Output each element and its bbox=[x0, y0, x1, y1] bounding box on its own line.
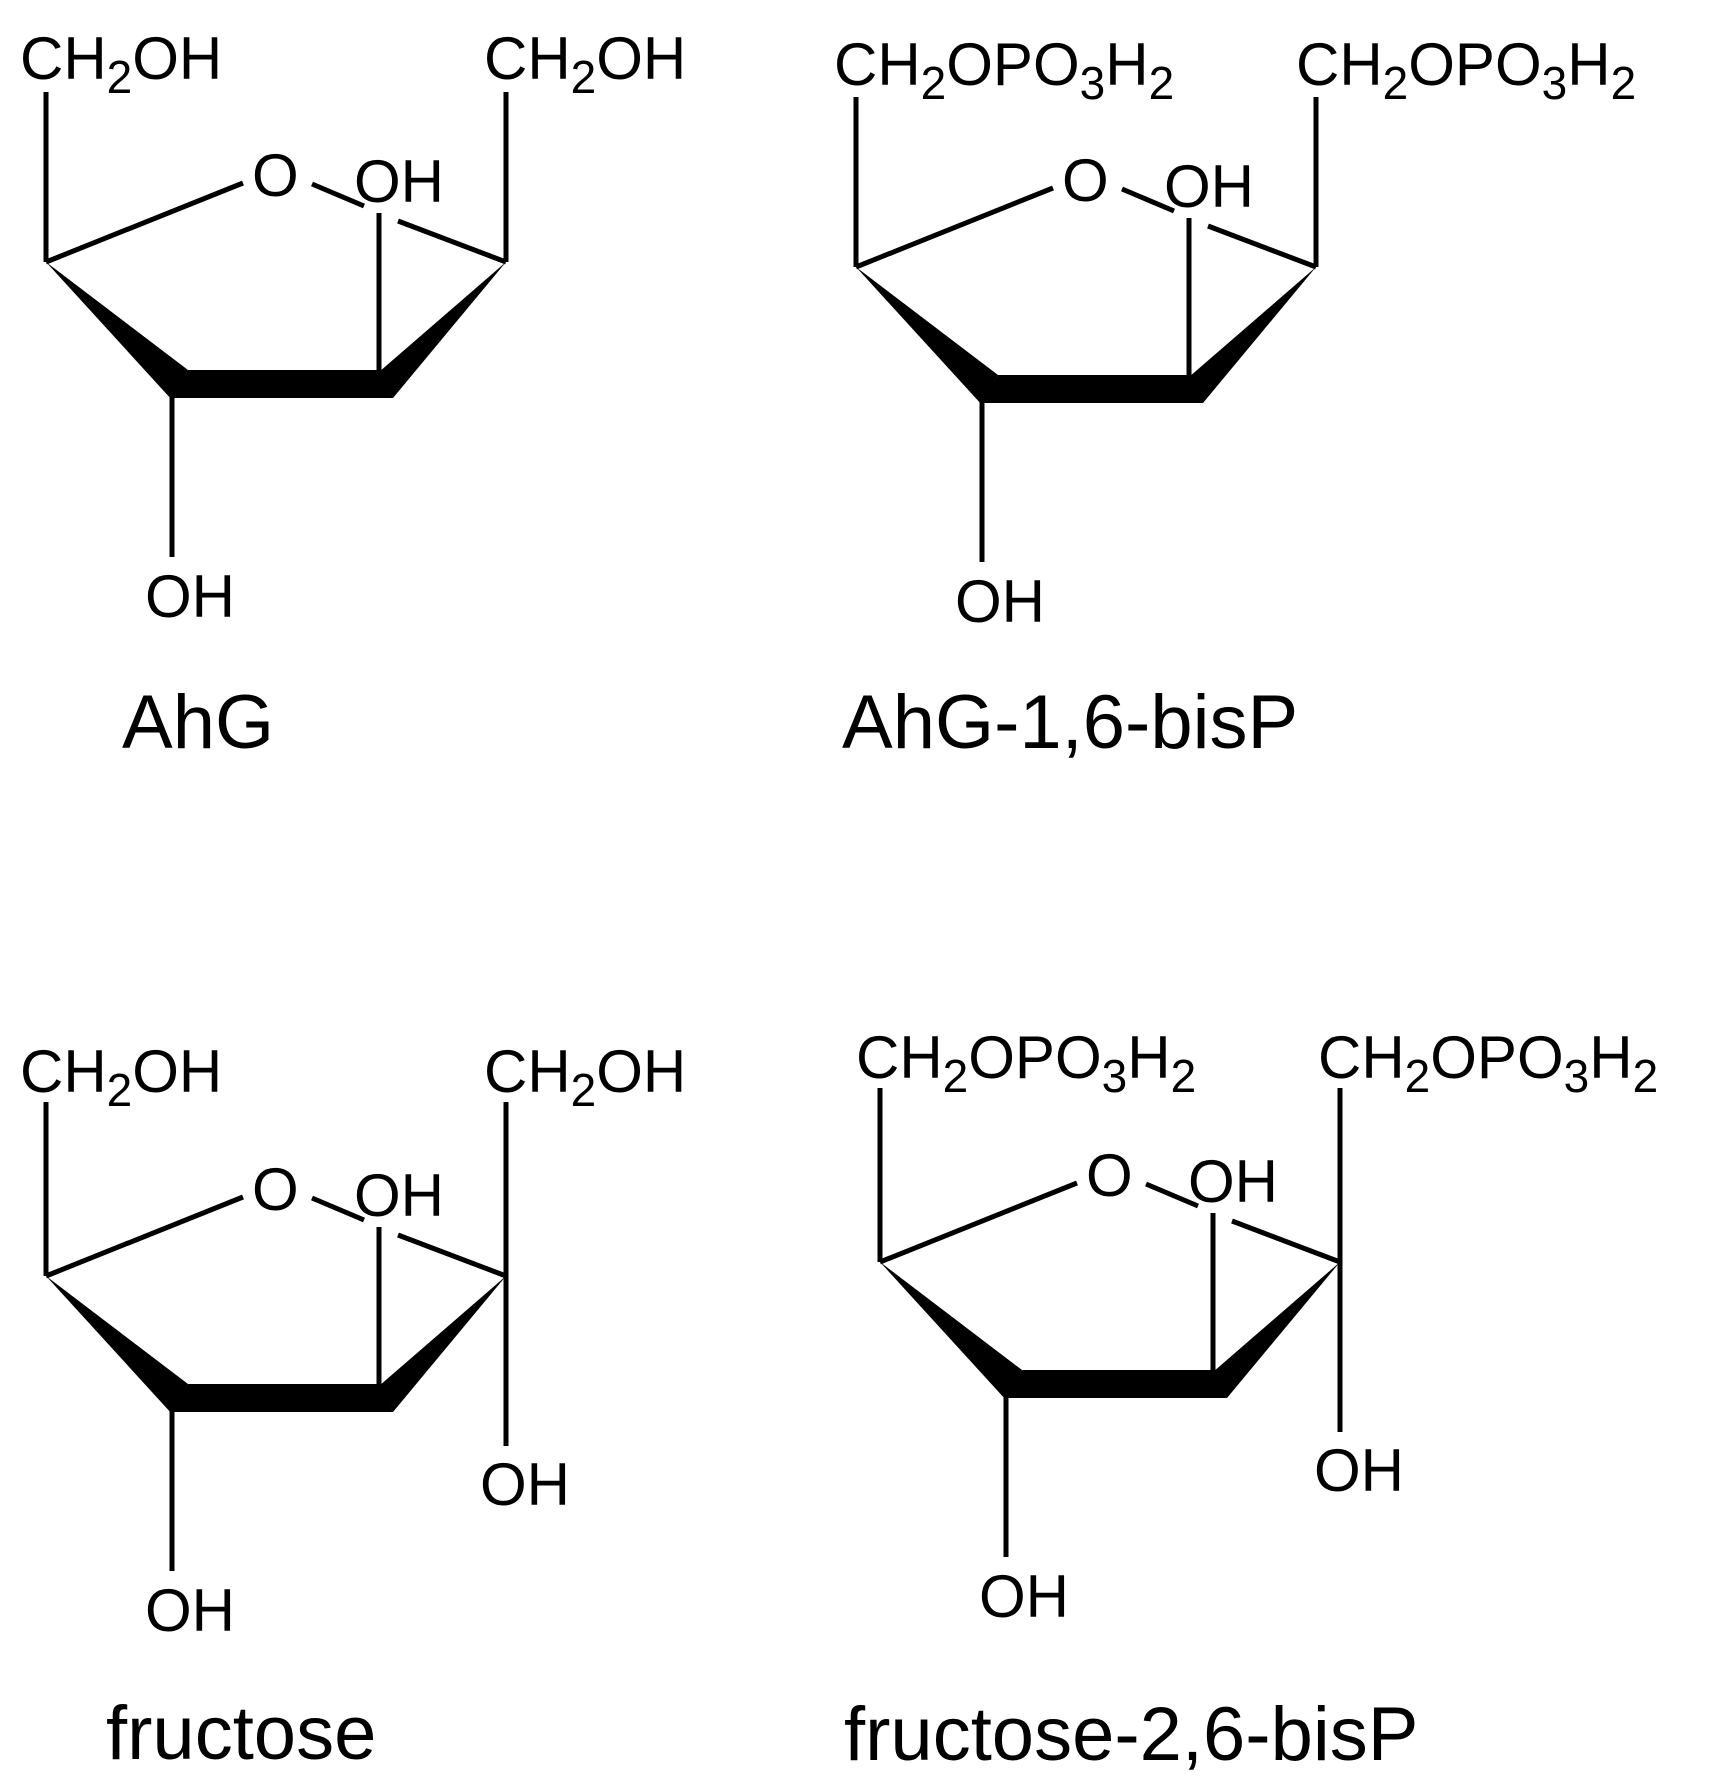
molecule-fructose-bisp: CH2OPO3H2 CH2OPO3H2 O OH OH OH fructose-… bbox=[844, 1024, 1658, 1777]
bond bbox=[855, 185, 1054, 270]
top-left-group: CH2OH bbox=[20, 25, 222, 103]
wedge-bond bbox=[1189, 267, 1316, 403]
wedge-bond bbox=[856, 267, 998, 405]
bond bbox=[879, 1180, 1078, 1265]
ring-oxygen-label: O bbox=[1086, 1142, 1133, 1209]
molecule-name: AhG-1,6-bisP bbox=[842, 680, 1298, 765]
top-right-group: CH2OPO3H2 bbox=[1296, 31, 1636, 109]
bond bbox=[45, 1194, 244, 1279]
wedge-bond bbox=[172, 370, 393, 398]
bottom-hydroxyl-label: OH bbox=[955, 568, 1045, 635]
bond bbox=[397, 218, 507, 265]
ring-hydroxyl-label: OH bbox=[1188, 1148, 1278, 1215]
wedge-bond bbox=[982, 375, 1203, 403]
molecule-name: AhG bbox=[122, 680, 274, 765]
bond bbox=[311, 181, 365, 209]
top-left-group: CH2OPO3H2 bbox=[834, 31, 1174, 109]
anomeric-hydroxyl-label: OH bbox=[1314, 1437, 1404, 1504]
ring-oxygen-label: O bbox=[252, 142, 299, 209]
bond bbox=[1231, 1218, 1341, 1265]
wedge-bond bbox=[379, 1276, 506, 1412]
ring-oxygen-label: O bbox=[252, 1156, 299, 1223]
bond bbox=[1207, 223, 1317, 270]
wedge-bond bbox=[1006, 1370, 1227, 1398]
bottom-hydroxyl-label: OH bbox=[979, 1563, 1069, 1630]
top-right-group: CH2OH bbox=[484, 1038, 686, 1116]
top-right-group: CH2OH bbox=[484, 25, 686, 103]
molecule-name: fructose-2,6-bisP bbox=[844, 1692, 1418, 1777]
wedge-bond bbox=[880, 1262, 1022, 1400]
top-right-group: CH2OPO3H2 bbox=[1318, 1024, 1658, 1102]
bottom-hydroxyl-label: OH bbox=[145, 563, 235, 630]
ring-hydroxyl-label: OH bbox=[354, 1162, 444, 1229]
wedge-bond bbox=[172, 1384, 393, 1412]
ring-hydroxyl-label: OH bbox=[1164, 153, 1254, 220]
bond bbox=[397, 1232, 507, 1279]
top-left-group: CH2OH bbox=[20, 1038, 222, 1116]
wedge-bond bbox=[379, 262, 506, 398]
bond bbox=[1145, 1181, 1199, 1209]
molecule-fructose: CH2OH CH2OH O OH OH OH fructose bbox=[20, 1038, 686, 1776]
ring-hydroxyl-label: OH bbox=[354, 148, 444, 215]
wedge-bond bbox=[46, 1276, 188, 1414]
molecule-ahg: CH2OH CH2OH O OH OH AhG bbox=[20, 25, 686, 765]
top-left-group: CH2OPO3H2 bbox=[856, 1024, 1196, 1102]
ring-oxygen-label: O bbox=[1062, 147, 1109, 214]
bond bbox=[45, 180, 244, 265]
wedge-bond bbox=[46, 262, 188, 400]
wedge-bond bbox=[1213, 1262, 1340, 1398]
molecule-name: fructose bbox=[106, 1691, 376, 1776]
bottom-hydroxyl-label: OH bbox=[145, 1577, 235, 1644]
bond bbox=[1121, 186, 1175, 214]
molecule-ahg-bisp: CH2OPO3H2 CH2OPO3H2 O OH OH AhG-1,6-bisP bbox=[834, 31, 1636, 765]
anomeric-hydroxyl-label: OH bbox=[480, 1451, 570, 1518]
bond bbox=[311, 1195, 365, 1223]
